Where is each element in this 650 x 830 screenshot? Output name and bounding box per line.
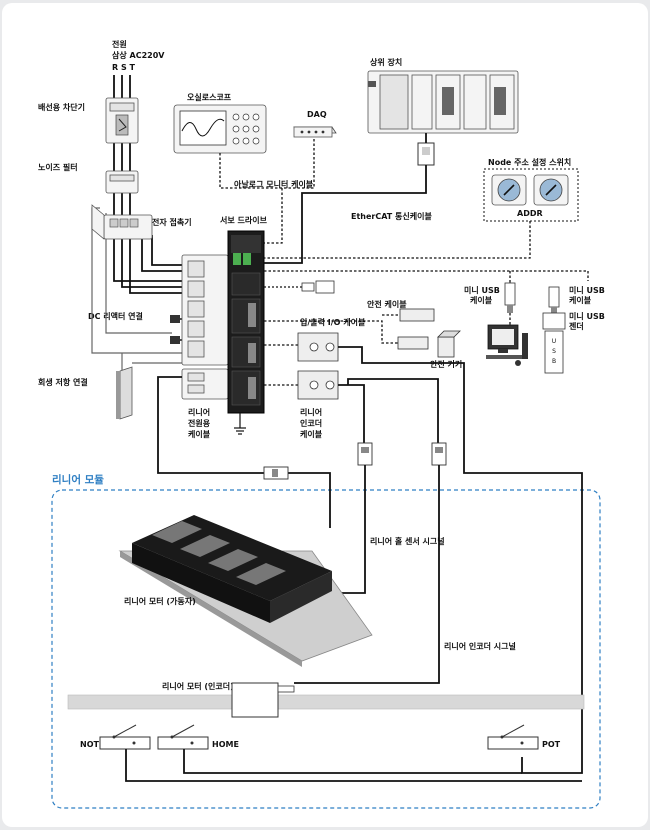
hall-signal-label: 리니어 홀 센서 시그널 — [370, 536, 445, 546]
motor-encoder-label: 리니어 모터 (인코더) — [162, 681, 234, 691]
ground-icon — [234, 413, 246, 435]
mini-usb-right-label-1: 미니 USB — [569, 285, 605, 295]
oscilloscope-label: 오실로스코프 — [187, 92, 232, 102]
daq-device — [293, 126, 337, 138]
ethernet-connector — [417, 142, 435, 166]
circuit-breaker — [105, 97, 139, 144]
usb-connector-small — [264, 280, 335, 294]
mini-usb-right-label-2: 케이블 — [569, 295, 592, 305]
power-label: 전원 — [112, 39, 127, 49]
svg-text:B: B — [552, 358, 556, 365]
encoder-plug — [431, 442, 447, 466]
servo-wiring-diagram: 리니어 모듈 전원 삼상 AC220V R S T 배선용 차단기 노이즈 필터… — [38, 39, 605, 809]
node-switch-label: Node 주소 설정 스위치 — [488, 157, 571, 167]
mini-usb-plug — [504, 282, 516, 313]
daq-label: DAQ — [307, 110, 327, 119]
magnetic-contactor — [91, 204, 153, 240]
diagram-card: 리니어 모듈 전원 삼상 AC220V R S T 배선용 차단기 노이즈 필터… — [2, 3, 648, 827]
ethercat-cable-label: EtherCAT 통신케이블 — [351, 211, 432, 221]
mini-usb-gender-label-1: 미니 USB — [569, 311, 605, 321]
regen-resistor-label: 회생 저항 연결 — [38, 377, 88, 387]
not-label: NOT — [80, 740, 99, 749]
io-connector — [297, 332, 339, 362]
hall-sensor-plug — [357, 442, 373, 466]
svg-text:U: U — [552, 338, 556, 345]
encoder-signal-label: 리니어 인코더 시그널 — [444, 641, 516, 651]
linear-module-frame — [51, 489, 601, 809]
rst-label: R S T — [112, 63, 135, 72]
linear-motor-mover — [118, 515, 373, 667]
usb-dotted-line — [264, 270, 589, 281]
rotary-switch-2 — [533, 174, 569, 206]
io-cable-label: 입/출력 I/O 케이블 — [300, 317, 366, 327]
addr-label: ADDR — [517, 209, 543, 218]
safety-connector-2 — [397, 336, 429, 350]
rotary-switch-1 — [491, 174, 527, 206]
svg-text:S: S — [552, 348, 556, 355]
safety-device-icon — [437, 330, 461, 358]
encoder-cable-label-1: 리니어 — [300, 407, 322, 417]
safety-cable-line — [264, 320, 398, 344]
safety-cable-label: 안전 케이블 — [367, 299, 407, 309]
linear-encoder-head — [231, 682, 295, 718]
home-label: HOME — [212, 740, 239, 749]
home-switch — [157, 724, 209, 750]
power-cable-label-2: 전원용 — [188, 418, 211, 428]
host-device-label: 상위 장치 — [370, 57, 402, 67]
phase-label: 삼상 AC220V — [112, 50, 165, 60]
motor-power-cable — [157, 376, 331, 528]
servo-drive — [227, 230, 265, 414]
servo-drive-label: 서보 드라이브 — [220, 215, 268, 225]
dc-reactor-label: DC 리액터 연결 — [88, 311, 143, 321]
usb-gender-icon: U S B — [542, 312, 566, 374]
pot-label: POT — [542, 740, 561, 749]
linear-module-title: 리니어 모듈 — [52, 473, 104, 486]
analog-cable-line — [219, 139, 315, 189]
drive-terminal-block — [181, 254, 229, 400]
power-cable-label-1: 리니어 — [188, 407, 210, 417]
pot-switch — [487, 724, 539, 750]
noise-filter — [105, 170, 139, 194]
not-switch — [99, 724, 151, 750]
drive-usb-port — [301, 282, 315, 292]
encoder-connector — [297, 370, 339, 400]
oscilloscope — [173, 104, 267, 154]
contactor-label: 전자 접촉기 — [152, 217, 192, 227]
breaker-label: 배선용 차단기 — [38, 102, 85, 112]
mini-usb-cable-label-2: 케이블 — [470, 295, 493, 305]
safety-device-label: 안전 기기 — [430, 359, 462, 369]
host-plc — [367, 70, 519, 134]
mini-usb-plug-right — [548, 286, 560, 313]
mini-usb-cable-label-1: 미니 USB — [464, 285, 500, 295]
limit-switch-wiring — [125, 749, 582, 782]
mini-usb-gender-label-2: 젠더 — [569, 321, 584, 331]
safety-connector-1 — [399, 308, 435, 322]
regen-resistor — [116, 366, 133, 420]
linear-rail — [67, 694, 585, 710]
pc-icon — [486, 324, 528, 366]
power-cable-label-3: 케이블 — [188, 429, 211, 439]
encoder-cable-label-2: 인코더 — [300, 418, 322, 428]
encoder-cable-label-3: 케이블 — [300, 429, 323, 439]
power-cable-connector — [263, 466, 289, 480]
motor-mover-label: 리니어 모터 (가동자) — [124, 596, 196, 606]
analog-cable-label: 아날로그 모니터 케이블 — [234, 179, 314, 189]
ethercat-cable-line — [264, 133, 427, 264]
noise-filter-label: 노이즈 필터 — [38, 162, 78, 172]
node-switch-frame — [483, 168, 579, 222]
